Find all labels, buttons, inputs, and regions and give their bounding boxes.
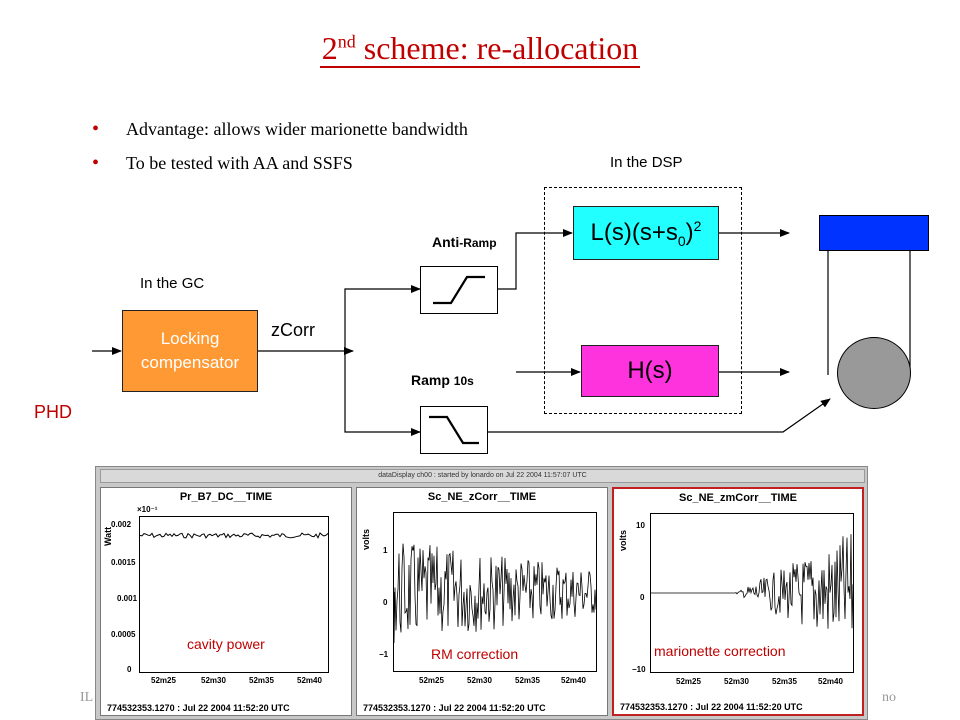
y-tick: 0 <box>640 593 645 602</box>
ramp-label: Ramp 10s <box>411 372 474 388</box>
plot-caption: cavity power <box>187 636 265 652</box>
y-tick: −1 <box>379 650 389 659</box>
slide-title: 2nd scheme: re-allocation <box>0 30 960 68</box>
plot-caption: RM correction <box>431 646 519 662</box>
split-to-ramp <box>344 351 421 436</box>
footer-left: IL <box>80 690 94 705</box>
plot-panel-cavity-power: Pr_B7_DC__TIME ×10⁻¹ Watt 0.002 0.0015 0… <box>100 487 352 716</box>
filter-H-block: H(s) <box>581 345 719 397</box>
y-tick: 1 <box>383 546 388 555</box>
y-tick: 0.002 <box>111 520 132 529</box>
plot-caption: marionette correction <box>654 643 786 659</box>
in-dsp-label: In the DSP <box>610 154 683 171</box>
x-tick: 52m25 <box>676 677 701 686</box>
bullet-dot-icon: • <box>92 118 100 140</box>
ramp-block <box>420 406 488 454</box>
y-tick: 0 <box>127 665 132 674</box>
trace-svg <box>139 532 329 539</box>
bullet-item: • To be tested with AA and SSFS <box>92 146 468 180</box>
title-number: 2 <box>321 30 338 66</box>
y-axis-label: volts <box>618 529 628 551</box>
ramp-to-mass <box>488 398 831 433</box>
y-tick: 0.0015 <box>111 558 136 567</box>
y-tick: 0 <box>383 598 388 607</box>
anti-ramp-block <box>420 266 498 314</box>
plot-panel-marionette-correction: Sc_NE_zmCorr__TIME volts 10 0 −10 52m25 … <box>612 487 864 716</box>
y-tick: 10 <box>636 521 645 530</box>
x-tick: 52m35 <box>772 677 797 686</box>
exponent-label: ×10⁻¹ <box>137 505 158 514</box>
split-to-antiramp <box>344 285 421 351</box>
dsp-region <box>544 187 742 414</box>
mirror-mass <box>837 337 911 409</box>
y-axis-label: Watt <box>103 526 113 546</box>
bullet-list: • Advantage: allows wider marionette band… <box>92 112 468 180</box>
anti-ramp-prefix: Anti <box>432 234 460 250</box>
ramp-down-icon <box>429 415 479 445</box>
locking-line1: Locking <box>160 329 220 348</box>
y-tick: 0.0005 <box>111 630 136 639</box>
time-stamp: 774532353.1270 : Jul 22 2004 11:52:20 UT… <box>107 703 290 713</box>
x-tick: 52m35 <box>249 676 274 685</box>
x-tick: 52m40 <box>561 676 586 685</box>
filter-L-sub: 0 <box>677 232 686 249</box>
zcorr-label: zCorr <box>271 320 315 340</box>
x-tick: 52m30 <box>467 676 492 685</box>
panel-title: Pr_B7_DC__TIME <box>179 491 273 503</box>
marionette-actuator <box>819 215 929 251</box>
filter-L-close: ) <box>685 218 694 246</box>
ramp-up-icon <box>433 275 485 305</box>
title-text: scheme: re-allocation <box>355 30 639 66</box>
x-tick: 52m40 <box>818 677 843 686</box>
display-strip: dataDisplay ch00 : started by lonardo on… <box>100 469 865 483</box>
filter-L-main: L(s)(s+s <box>590 218 678 246</box>
bullet-text: Advantage: allows wider marionette bandw… <box>126 119 468 139</box>
x-tick: 52m30 <box>201 676 226 685</box>
panel-title: Sc_NE_zmCorr__TIME <box>679 492 797 504</box>
filter-L-exp: 2 <box>693 217 702 234</box>
y-tick: −10 <box>632 665 646 674</box>
filter-L-block: L(s)(s+s0)2 <box>573 206 719 260</box>
anti-ramp-suffix: -Ramp <box>459 236 497 250</box>
y-tick: 0.001 <box>117 594 138 603</box>
y-axis-label: volts <box>361 528 371 550</box>
bullet-dot-icon: • <box>92 152 100 174</box>
x-tick: 52m25 <box>419 676 444 685</box>
x-tick: 52m25 <box>151 676 176 685</box>
plot-panel-rm-correction: Sc_NE_zCorr__TIME volts 1 0 −1 52m25 52m… <box>356 487 608 716</box>
ramp-prefix: Ramp <box>411 372 454 388</box>
in-gc-label: In the GC <box>140 275 205 292</box>
filter-L-text: L(s)(s+s0)2 <box>591 218 702 249</box>
x-tick: 52m40 <box>297 676 322 685</box>
footer-right: no <box>882 690 896 705</box>
filter-H-text: H(s) <box>627 357 673 384</box>
phd-label: PHD <box>34 402 73 422</box>
plot-area <box>393 512 597 672</box>
x-tick: 52m35 <box>515 676 540 685</box>
time-stamp: 774532353.1270 : Jul 22 2004 11:52:20 UT… <box>363 703 546 713</box>
bullet-text: To be tested with AA and SSFS <box>126 153 353 173</box>
trace-svg <box>651 534 854 629</box>
ramp-suffix: 10s <box>453 374 474 388</box>
locking-compensator-block: Locking compensator <box>122 310 258 392</box>
anti-ramp-label: Anti-Ramp <box>432 234 497 250</box>
panel-title: Sc_NE_zCorr__TIME <box>427 491 537 503</box>
time-stamp: 774532353.1270 : Jul 22 2004 11:52:20 UT… <box>620 702 803 712</box>
trace-svg <box>393 543 597 644</box>
x-tick: 52m30 <box>724 677 749 686</box>
title-superscript: nd <box>337 31 356 52</box>
locking-line2: compensator <box>140 353 240 372</box>
bullet-item: • Advantage: allows wider marionette band… <box>92 112 468 146</box>
